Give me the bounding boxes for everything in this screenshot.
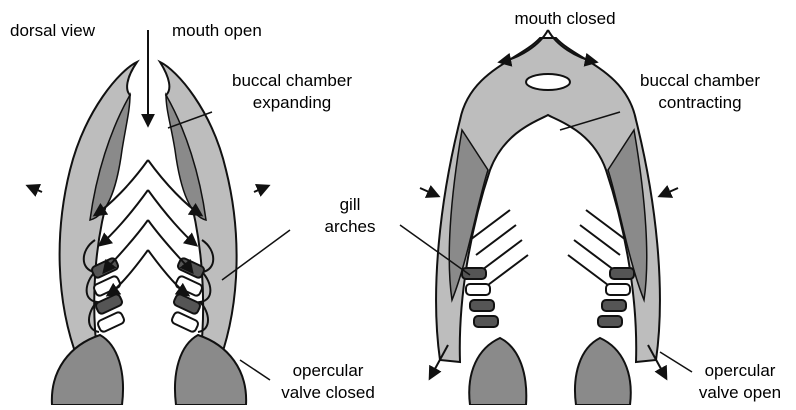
label-buccal-contracting-2: contracting bbox=[658, 93, 741, 112]
label-opercular-open-2: valve open bbox=[699, 383, 781, 402]
label-opercular-closed-2: valve closed bbox=[281, 383, 375, 402]
left-head-operculum-left bbox=[52, 335, 123, 405]
right-head-operculum-right bbox=[575, 338, 631, 405]
right-head-mouth-opening bbox=[526, 74, 570, 90]
left-head-right-wall bbox=[160, 62, 237, 360]
label-buccal-expanding-2: expanding bbox=[253, 93, 331, 112]
label-dorsal-view: dorsal view bbox=[10, 21, 96, 40]
label-gill-1: gill bbox=[340, 195, 361, 214]
label-mouth-closed: mouth closed bbox=[514, 9, 615, 28]
label-opercular-closed-1: opercular bbox=[293, 361, 364, 380]
label-opercular-open-1: opercular bbox=[705, 361, 776, 380]
left-head-operculum-right bbox=[175, 335, 246, 405]
right-head-operculum-left bbox=[469, 338, 526, 405]
label-gill-2: arches bbox=[324, 217, 375, 236]
label-buccal-expanding-1: buccal chamber bbox=[232, 71, 352, 90]
label-buccal-contracting-1: buccal chamber bbox=[640, 71, 760, 90]
left-head-left-wall bbox=[60, 62, 137, 360]
label-mouth-open: mouth open bbox=[172, 21, 262, 40]
